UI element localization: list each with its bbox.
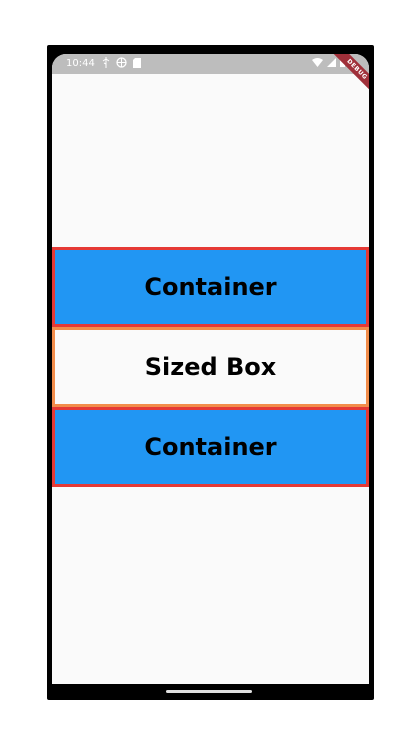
sd-card-icon — [133, 57, 141, 71]
cell-signal-icon — [327, 57, 336, 70]
vpn-icon — [116, 57, 127, 71]
wifi-icon — [312, 57, 323, 70]
container-block-bottom: Container — [52, 407, 369, 487]
phone-frame: 10:44 — [47, 45, 374, 700]
usb-icon — [102, 57, 110, 71]
container-block-top: Container — [52, 247, 369, 327]
content-column: Container Sized Box Container — [52, 247, 369, 487]
container-label-top: Container — [144, 273, 277, 301]
app-screen: 10:44 — [52, 54, 369, 684]
container-label-bottom: Container — [144, 433, 277, 461]
home-indicator[interactable] — [166, 690, 252, 693]
status-bar: 10:44 — [52, 54, 369, 95]
status-icons-left — [102, 57, 141, 71]
status-time: 10:44 — [66, 58, 95, 69]
sized-box-label: Sized Box — [144, 353, 277, 381]
sized-box-block: Sized Box — [52, 327, 369, 407]
